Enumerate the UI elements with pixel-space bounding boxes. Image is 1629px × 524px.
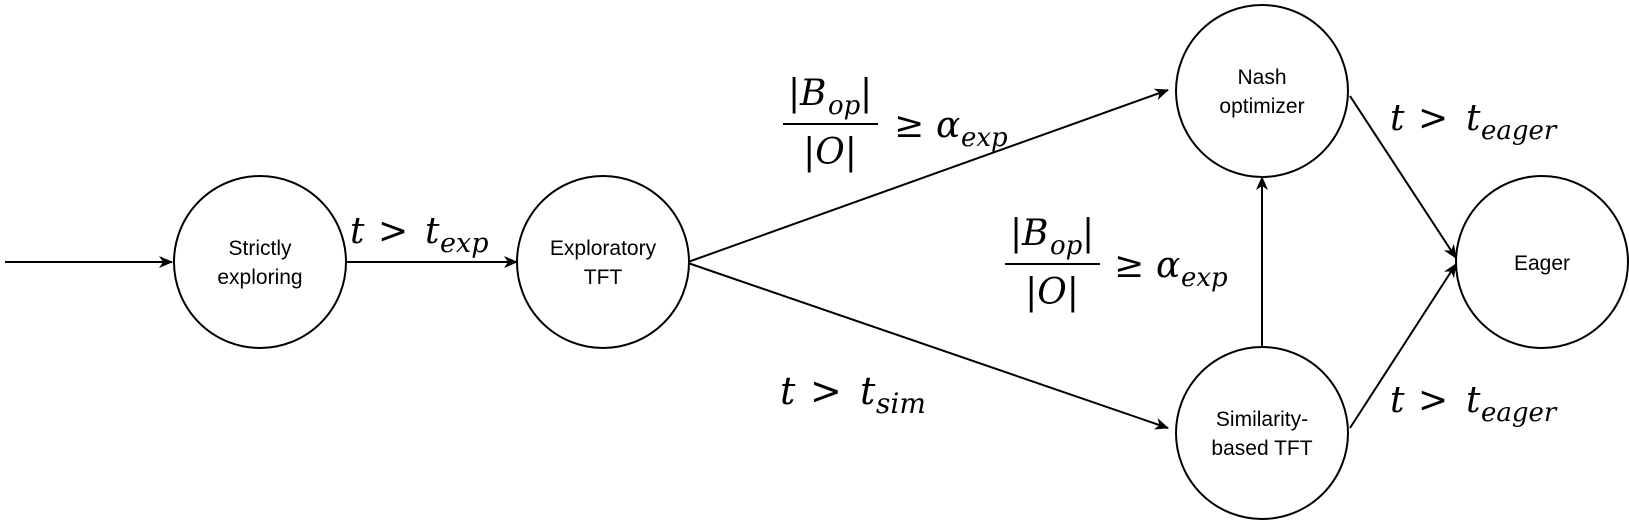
- label-symbol: α: [936, 105, 960, 146]
- label-symbol: t: [860, 369, 876, 413]
- node-label-line1: Exploratory: [550, 237, 657, 260]
- label-relation: ≥: [894, 105, 924, 146]
- label-var: t: [1390, 380, 1405, 421]
- edge-exploratory-to-nash: [687, 88, 1169, 263]
- node-label-line2: based TFT: [1211, 437, 1312, 460]
- label-symbol: t: [425, 211, 440, 252]
- label-subscript: exp: [961, 123, 1008, 153]
- node-label-line1: Strictly: [229, 237, 293, 260]
- label-relation: >: [1418, 98, 1448, 139]
- edge-label-ratio-mid: | B op | |O| ≥ α exp: [1005, 213, 1228, 313]
- label-var: t: [780, 369, 796, 413]
- label-subscript: sim: [876, 387, 926, 420]
- node-strictly-exploring: Strictly exploring: [173, 175, 347, 349]
- edge-label-t-eager-bottom: t > t eager: [1390, 380, 1558, 428]
- label-num-close: |: [1082, 213, 1094, 254]
- label-num-close: |: [860, 73, 872, 114]
- label-symbol: α: [1156, 245, 1180, 286]
- label-relation: >: [378, 211, 408, 252]
- node-label-line2: TFT: [584, 266, 623, 289]
- node-label-line1: Nash: [1237, 66, 1286, 89]
- edge-similarity-to-eager: [1349, 263, 1457, 429]
- label-num-subscript: op: [828, 91, 861, 121]
- label-num-open: |: [788, 73, 800, 114]
- edge-exploratory-to-similarity: [687, 262, 1169, 430]
- label-subscript: exp: [1181, 263, 1228, 293]
- label-num-open: |: [1010, 213, 1022, 254]
- label-var: t: [1390, 98, 1405, 139]
- label-num-subscript: op: [1050, 231, 1083, 261]
- node-nash-optimizer: Nash optimizer: [1175, 4, 1349, 178]
- node-eager: Eager: [1455, 175, 1629, 349]
- label-relation: >: [810, 369, 842, 413]
- label-denominator: |O|: [1025, 272, 1079, 313]
- label-num-symbol: B: [799, 73, 826, 114]
- label-num-symbol: B: [1021, 213, 1048, 254]
- label-subscript: eager: [1481, 116, 1558, 146]
- label-relation: >: [1418, 380, 1448, 421]
- node-label-line2: exploring: [217, 266, 302, 289]
- label-symbol: t: [1466, 98, 1481, 139]
- label-relation: ≥: [1114, 245, 1144, 286]
- edge-label-ratio-top: | B op | |O| ≥ α exp: [783, 73, 1008, 173]
- label-var: t: [350, 211, 365, 252]
- label-subscript: eager: [1481, 398, 1558, 428]
- label-denominator: |O|: [803, 132, 857, 173]
- edge-label-t-eager-top: t > t eager: [1390, 98, 1558, 146]
- node-label-line1: Eager: [1514, 252, 1570, 275]
- label-symbol: t: [1466, 380, 1481, 421]
- edge-label-t-sim: t > t sim: [780, 369, 926, 420]
- node-similarity-based-tft: Similarity- based TFT: [1175, 346, 1349, 520]
- label-subscript: exp: [440, 228, 489, 259]
- edge-label-t-exp: t > t exp: [350, 211, 489, 259]
- node-exploratory-tft: Exploratory TFT: [516, 175, 690, 349]
- edge-nash-to-eager: [1349, 95, 1457, 259]
- node-label-line1: Similarity-: [1216, 408, 1308, 431]
- node-label-line2: optimizer: [1219, 95, 1304, 118]
